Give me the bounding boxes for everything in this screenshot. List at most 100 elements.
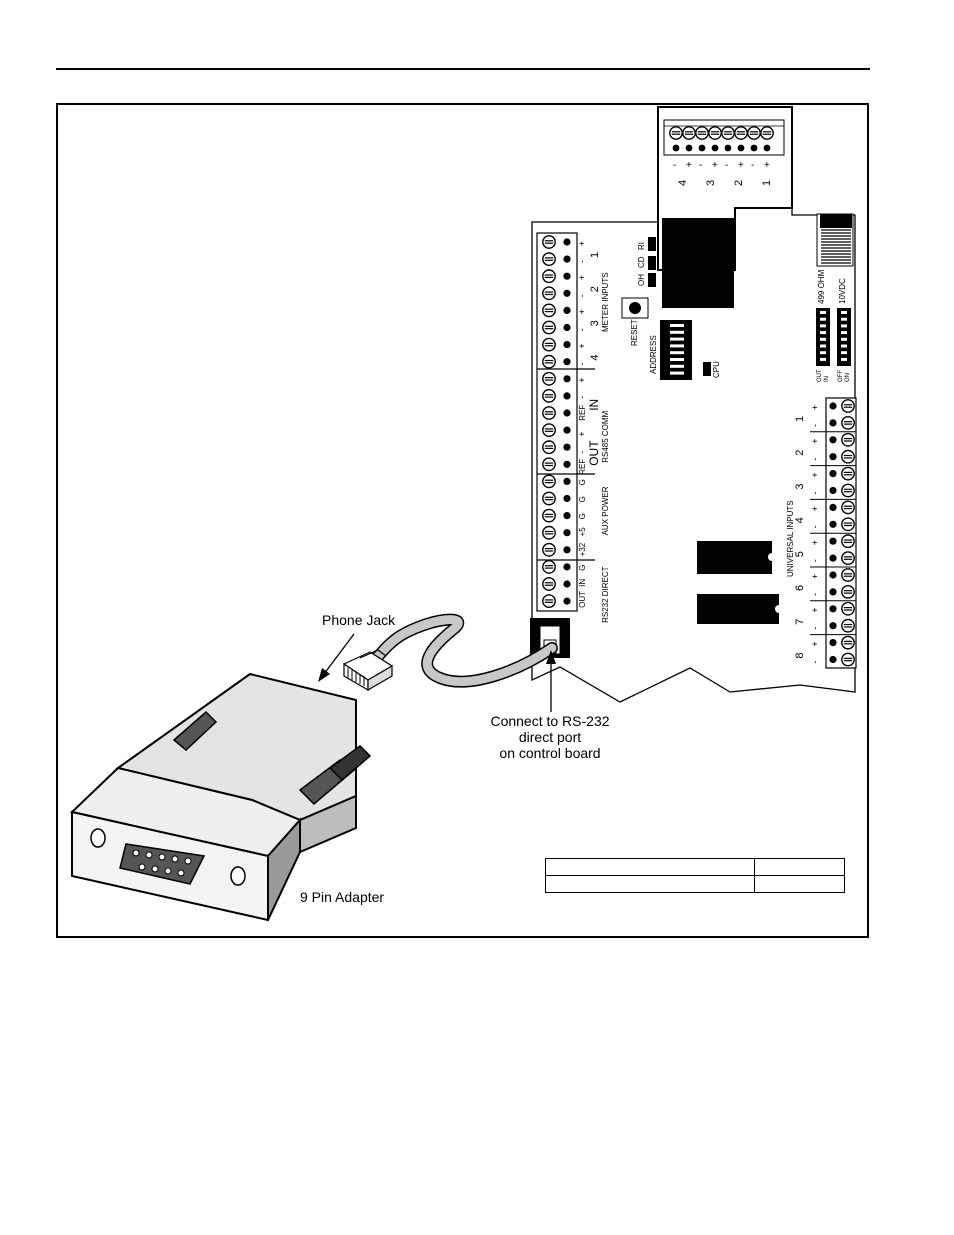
left-terminal-screw[interactable] bbox=[542, 269, 556, 284]
jumper-slot bbox=[820, 357, 826, 361]
meter-sign-minus: - bbox=[577, 294, 587, 297]
left-terminal-screw[interactable] bbox=[542, 406, 556, 420]
left-terminal-screw[interactable] bbox=[542, 286, 556, 301]
connect-label-line-2: direct port bbox=[518, 729, 582, 745]
connect-arrow bbox=[546, 650, 556, 712]
top-terminal-number: 4 bbox=[677, 180, 689, 186]
universal-terminal-screw[interactable] bbox=[841, 415, 855, 430]
terminal-hole bbox=[763, 144, 771, 152]
top-terminal-number: 1 bbox=[761, 180, 773, 186]
terminal-hole bbox=[698, 144, 706, 152]
terminal-hole bbox=[829, 470, 837, 478]
top-terminal-screw[interactable] bbox=[747, 126, 761, 140]
input-type-jumpers[interactable] bbox=[816, 308, 851, 366]
universal-terminal-screw[interactable] bbox=[841, 517, 855, 532]
comm-ref: REF bbox=[578, 459, 587, 475]
terminal-hole bbox=[829, 622, 837, 630]
left-terminal-screw[interactable] bbox=[542, 337, 556, 352]
terminal-hole bbox=[563, 597, 571, 605]
left-terminal-screw[interactable] bbox=[542, 474, 556, 489]
left-terminal-screw[interactable] bbox=[542, 457, 556, 472]
left-terminal-screw[interactable] bbox=[542, 354, 556, 369]
top-chip bbox=[662, 218, 734, 308]
meter-input-number: 1 bbox=[589, 252, 601, 258]
universal-terminal-screw[interactable] bbox=[841, 551, 855, 565]
universal-terminal-screw[interactable] bbox=[841, 568, 855, 582]
terminal-hole bbox=[829, 402, 837, 410]
header-connector bbox=[816, 213, 854, 267]
left-terminal-screw[interactable] bbox=[542, 508, 556, 523]
reset-button[interactable] bbox=[621, 297, 649, 319]
universal-terminal-screw[interactable] bbox=[841, 534, 855, 549]
left-terminal-screw[interactable] bbox=[542, 577, 556, 591]
db9-pin bbox=[151, 865, 159, 873]
universal-terminal-screw[interactable] bbox=[841, 618, 855, 633]
universal-terminal-screw[interactable] bbox=[841, 635, 855, 650]
connect-label-line-3: on control board bbox=[499, 745, 601, 761]
universal-terminal-screw[interactable] bbox=[841, 466, 855, 481]
universal-terminal-screw[interactable] bbox=[841, 449, 855, 464]
top-terminal-screw[interactable] bbox=[669, 126, 683, 140]
aux-plus5: +5 bbox=[578, 527, 587, 537]
top-terminal-sign: + bbox=[764, 160, 770, 171]
universal-terminal-screw[interactable] bbox=[841, 432, 855, 447]
dip-slot bbox=[670, 358, 684, 361]
top-terminal-screw[interactable] bbox=[695, 126, 709, 140]
comm-sign-plus: + bbox=[577, 432, 587, 437]
top-terminal-screw[interactable] bbox=[708, 126, 722, 140]
status-leds: RI CD OH bbox=[637, 237, 656, 287]
top-terminal-number: 2 bbox=[733, 180, 745, 186]
top-terminal-screw[interactable] bbox=[760, 126, 774, 140]
terminal-hole bbox=[563, 529, 571, 537]
universal-terminal-screw[interactable] bbox=[841, 601, 855, 616]
left-terminal-screw[interactable] bbox=[542, 252, 556, 267]
universal-terminal-screw[interactable] bbox=[841, 652, 855, 667]
rs232-in: IN bbox=[578, 579, 587, 587]
universal-sign-minus: - bbox=[810, 661, 820, 664]
top-terminal-screw[interactable] bbox=[721, 126, 735, 140]
aux-g: G bbox=[578, 496, 587, 502]
comm-in-label: IN bbox=[587, 399, 601, 411]
address-label: ADDRESS bbox=[649, 335, 658, 374]
left-terminal-screw[interactable] bbox=[542, 440, 556, 455]
dip-slot bbox=[670, 337, 684, 341]
vdc-label: 10VDC bbox=[838, 278, 847, 304]
terminal-hole bbox=[563, 580, 571, 588]
universal-terminal-screw[interactable] bbox=[841, 399, 855, 413]
led-label-cd: CD bbox=[637, 256, 646, 268]
terminal-hole bbox=[829, 588, 837, 596]
left-terminal-screw[interactable] bbox=[542, 594, 556, 608]
address-dip-switch[interactable] bbox=[660, 320, 692, 380]
terminal-hole bbox=[563, 306, 571, 314]
nine-pin-adapter bbox=[69, 672, 372, 922]
universal-terminal-screw[interactable] bbox=[841, 500, 855, 515]
universal-terminal-screw[interactable] bbox=[841, 585, 855, 599]
jumper-slot bbox=[820, 311, 826, 314]
top-terminal-screw[interactable] bbox=[734, 126, 748, 140]
universal-sign-plus: + bbox=[810, 405, 820, 410]
db9-pin bbox=[158, 853, 166, 861]
left-terminal-screw[interactable] bbox=[542, 525, 556, 540]
left-terminal-screw[interactable] bbox=[542, 423, 556, 438]
left-terminal-screw[interactable] bbox=[542, 491, 556, 506]
rs232-direct-label: RS232 DIRECT bbox=[601, 566, 610, 623]
off-label: OFF bbox=[838, 370, 844, 382]
left-terminal-screw[interactable] bbox=[542, 542, 556, 557]
left-terminal-screw[interactable] bbox=[542, 235, 556, 249]
left-terminal-screw[interactable] bbox=[542, 371, 556, 386]
jumper-slot bbox=[841, 331, 847, 335]
top-terminal-screw[interactable] bbox=[682, 126, 696, 140]
terminal-hole bbox=[829, 503, 837, 511]
terminal-hole bbox=[563, 426, 571, 434]
terminal-hole bbox=[563, 511, 571, 520]
terminal-hole bbox=[563, 546, 571, 554]
left-terminal-screw[interactable] bbox=[542, 320, 556, 335]
cpu-label: CPU bbox=[712, 361, 721, 378]
left-terminal-screw[interactable] bbox=[542, 560, 556, 574]
universal-terminal-screw[interactable] bbox=[841, 483, 855, 498]
top-terminal-sign: - bbox=[751, 160, 754, 171]
left-terminal-screw[interactable] bbox=[542, 303, 556, 318]
universal-inputs-label: UNIVERSAL INPUTS bbox=[786, 500, 795, 577]
left-terminal-screw[interactable] bbox=[542, 388, 556, 403]
